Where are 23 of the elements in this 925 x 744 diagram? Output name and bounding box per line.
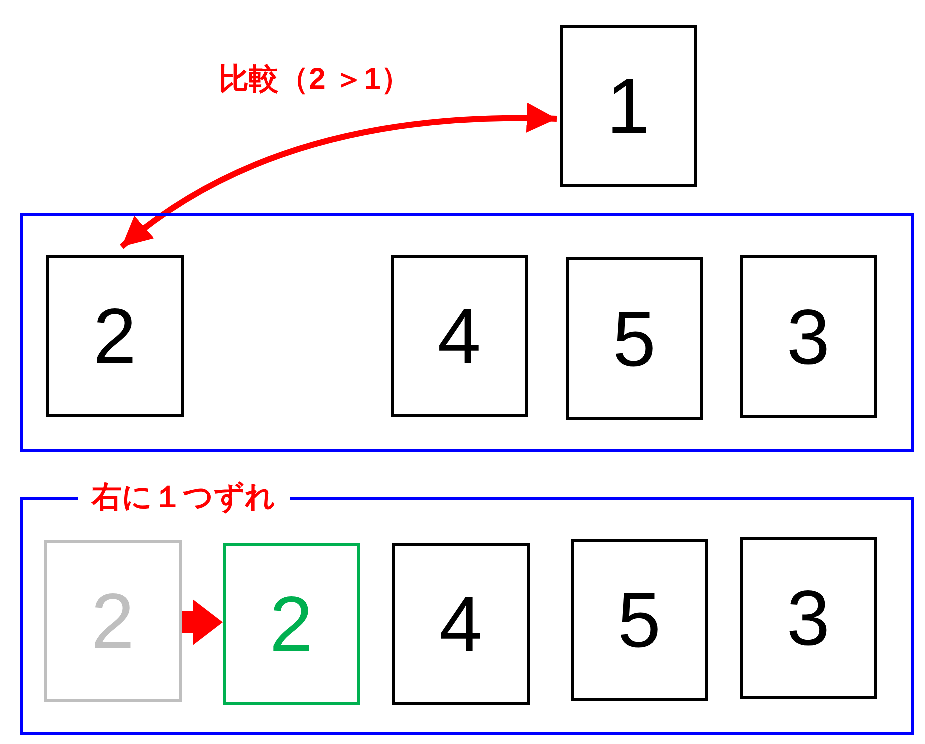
number: 2 [93, 297, 137, 375]
panel-frame [20, 213, 914, 452]
block-arrow [182, 600, 223, 646]
number-card [46, 255, 184, 417]
number-card [740, 537, 877, 699]
number: 4 [438, 297, 482, 375]
number: 3 [786, 579, 830, 657]
number: 4 [439, 585, 483, 663]
curved-arrow [120, 104, 558, 250]
number: 5 [618, 581, 662, 659]
number-card [571, 539, 708, 701]
number: 3 [786, 298, 830, 376]
number-card [392, 543, 530, 705]
number: 5 [612, 300, 656, 378]
number-card [223, 543, 360, 705]
number-card [566, 257, 703, 420]
number-card [740, 255, 877, 418]
number-card [560, 25, 697, 187]
number: 2 [91, 582, 135, 660]
number-card [391, 255, 528, 417]
number: 2 [270, 585, 314, 663]
number: 1 [606, 67, 650, 145]
number-card [44, 540, 182, 702]
